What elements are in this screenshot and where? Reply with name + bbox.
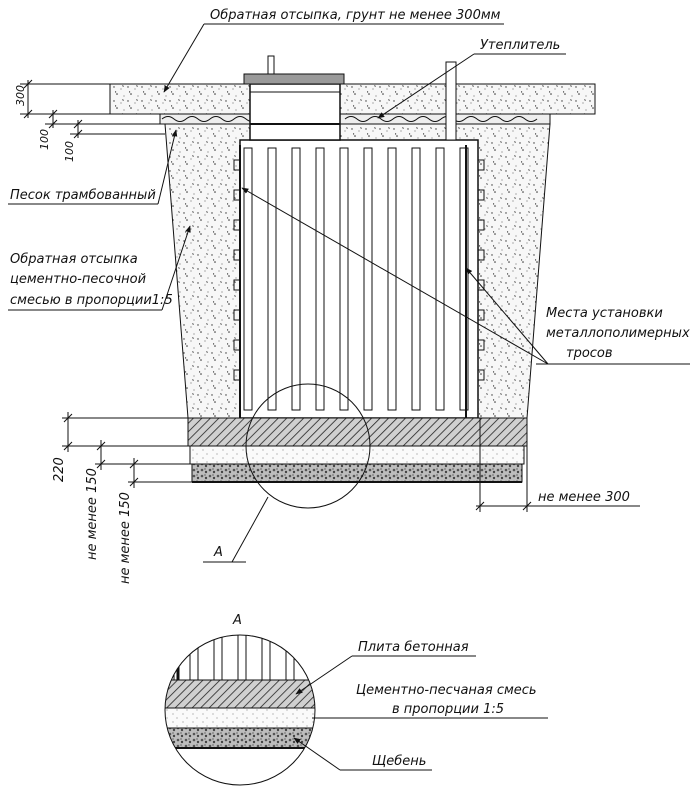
label-cables-2: металлополимерных <box>546 326 690 341</box>
dimension-min-300: не менее 300 <box>475 418 640 512</box>
detail-concrete-slab <box>165 679 315 709</box>
detail-a: А Плита бетонная Цементно-песчаная смесь <box>164 613 548 786</box>
dimensions-bottom: 220 не менее 150 не менее 150 <box>52 412 192 584</box>
dim-min150-a: не менее 150 <box>85 468 100 560</box>
detail-gravel <box>165 727 315 749</box>
tank-neck <box>249 83 341 141</box>
manhole-lid <box>243 73 345 85</box>
gravel-layer <box>191 463 523 483</box>
label-min-300: не менее 300 <box>538 490 630 505</box>
label-cement-backfill-1: Обратная отсыпка <box>10 252 138 267</box>
dim-100-b: 100 <box>63 141 76 162</box>
label-slab: Плита бетонная <box>358 640 469 655</box>
dim-220: 220 <box>52 457 67 482</box>
label-mix-2: в пропорции 1:5 <box>392 702 504 717</box>
label-mix-1: Цементно-песчаная смесь <box>356 683 537 698</box>
dim-min150-b: не менее 150 <box>118 492 133 584</box>
tank-ribs <box>243 147 469 411</box>
labels-main: Обратная отсыпка, грунт не менее 300мм У… <box>8 8 690 365</box>
cement-sand-layer <box>189 445 525 465</box>
label-gravel: Щебень <box>372 754 426 769</box>
detail-cement-sand <box>165 707 315 729</box>
top-backfill-layer <box>109 83 596 115</box>
label-cement-backfill-2: цементно-песочной <box>10 272 146 287</box>
dimensions-top: 300 100 100 <box>14 79 165 162</box>
label-insulation: Утеплитель <box>480 38 560 53</box>
detail-a-title: А <box>232 613 242 628</box>
dim-300: 300 <box>14 85 27 106</box>
label-cables-1: Места установки <box>546 306 663 321</box>
label-cables-3: тросов <box>566 346 613 361</box>
vent-pipe <box>445 61 457 141</box>
dim-100-a: 100 <box>38 129 51 150</box>
callout-a-label: А <box>213 545 223 560</box>
lid-handle <box>267 55 275 75</box>
label-backfill-top: Обратная отсыпка, грунт не менее 300мм <box>210 8 501 23</box>
label-sand: Песок трамбованный <box>10 188 156 203</box>
label-cement-backfill-3: смесью в пропорции1:5 <box>10 293 173 308</box>
main-section <box>109 55 596 483</box>
concrete-slab <box>187 417 528 447</box>
callout-a: А <box>203 383 371 563</box>
insulation-layer <box>159 113 551 125</box>
